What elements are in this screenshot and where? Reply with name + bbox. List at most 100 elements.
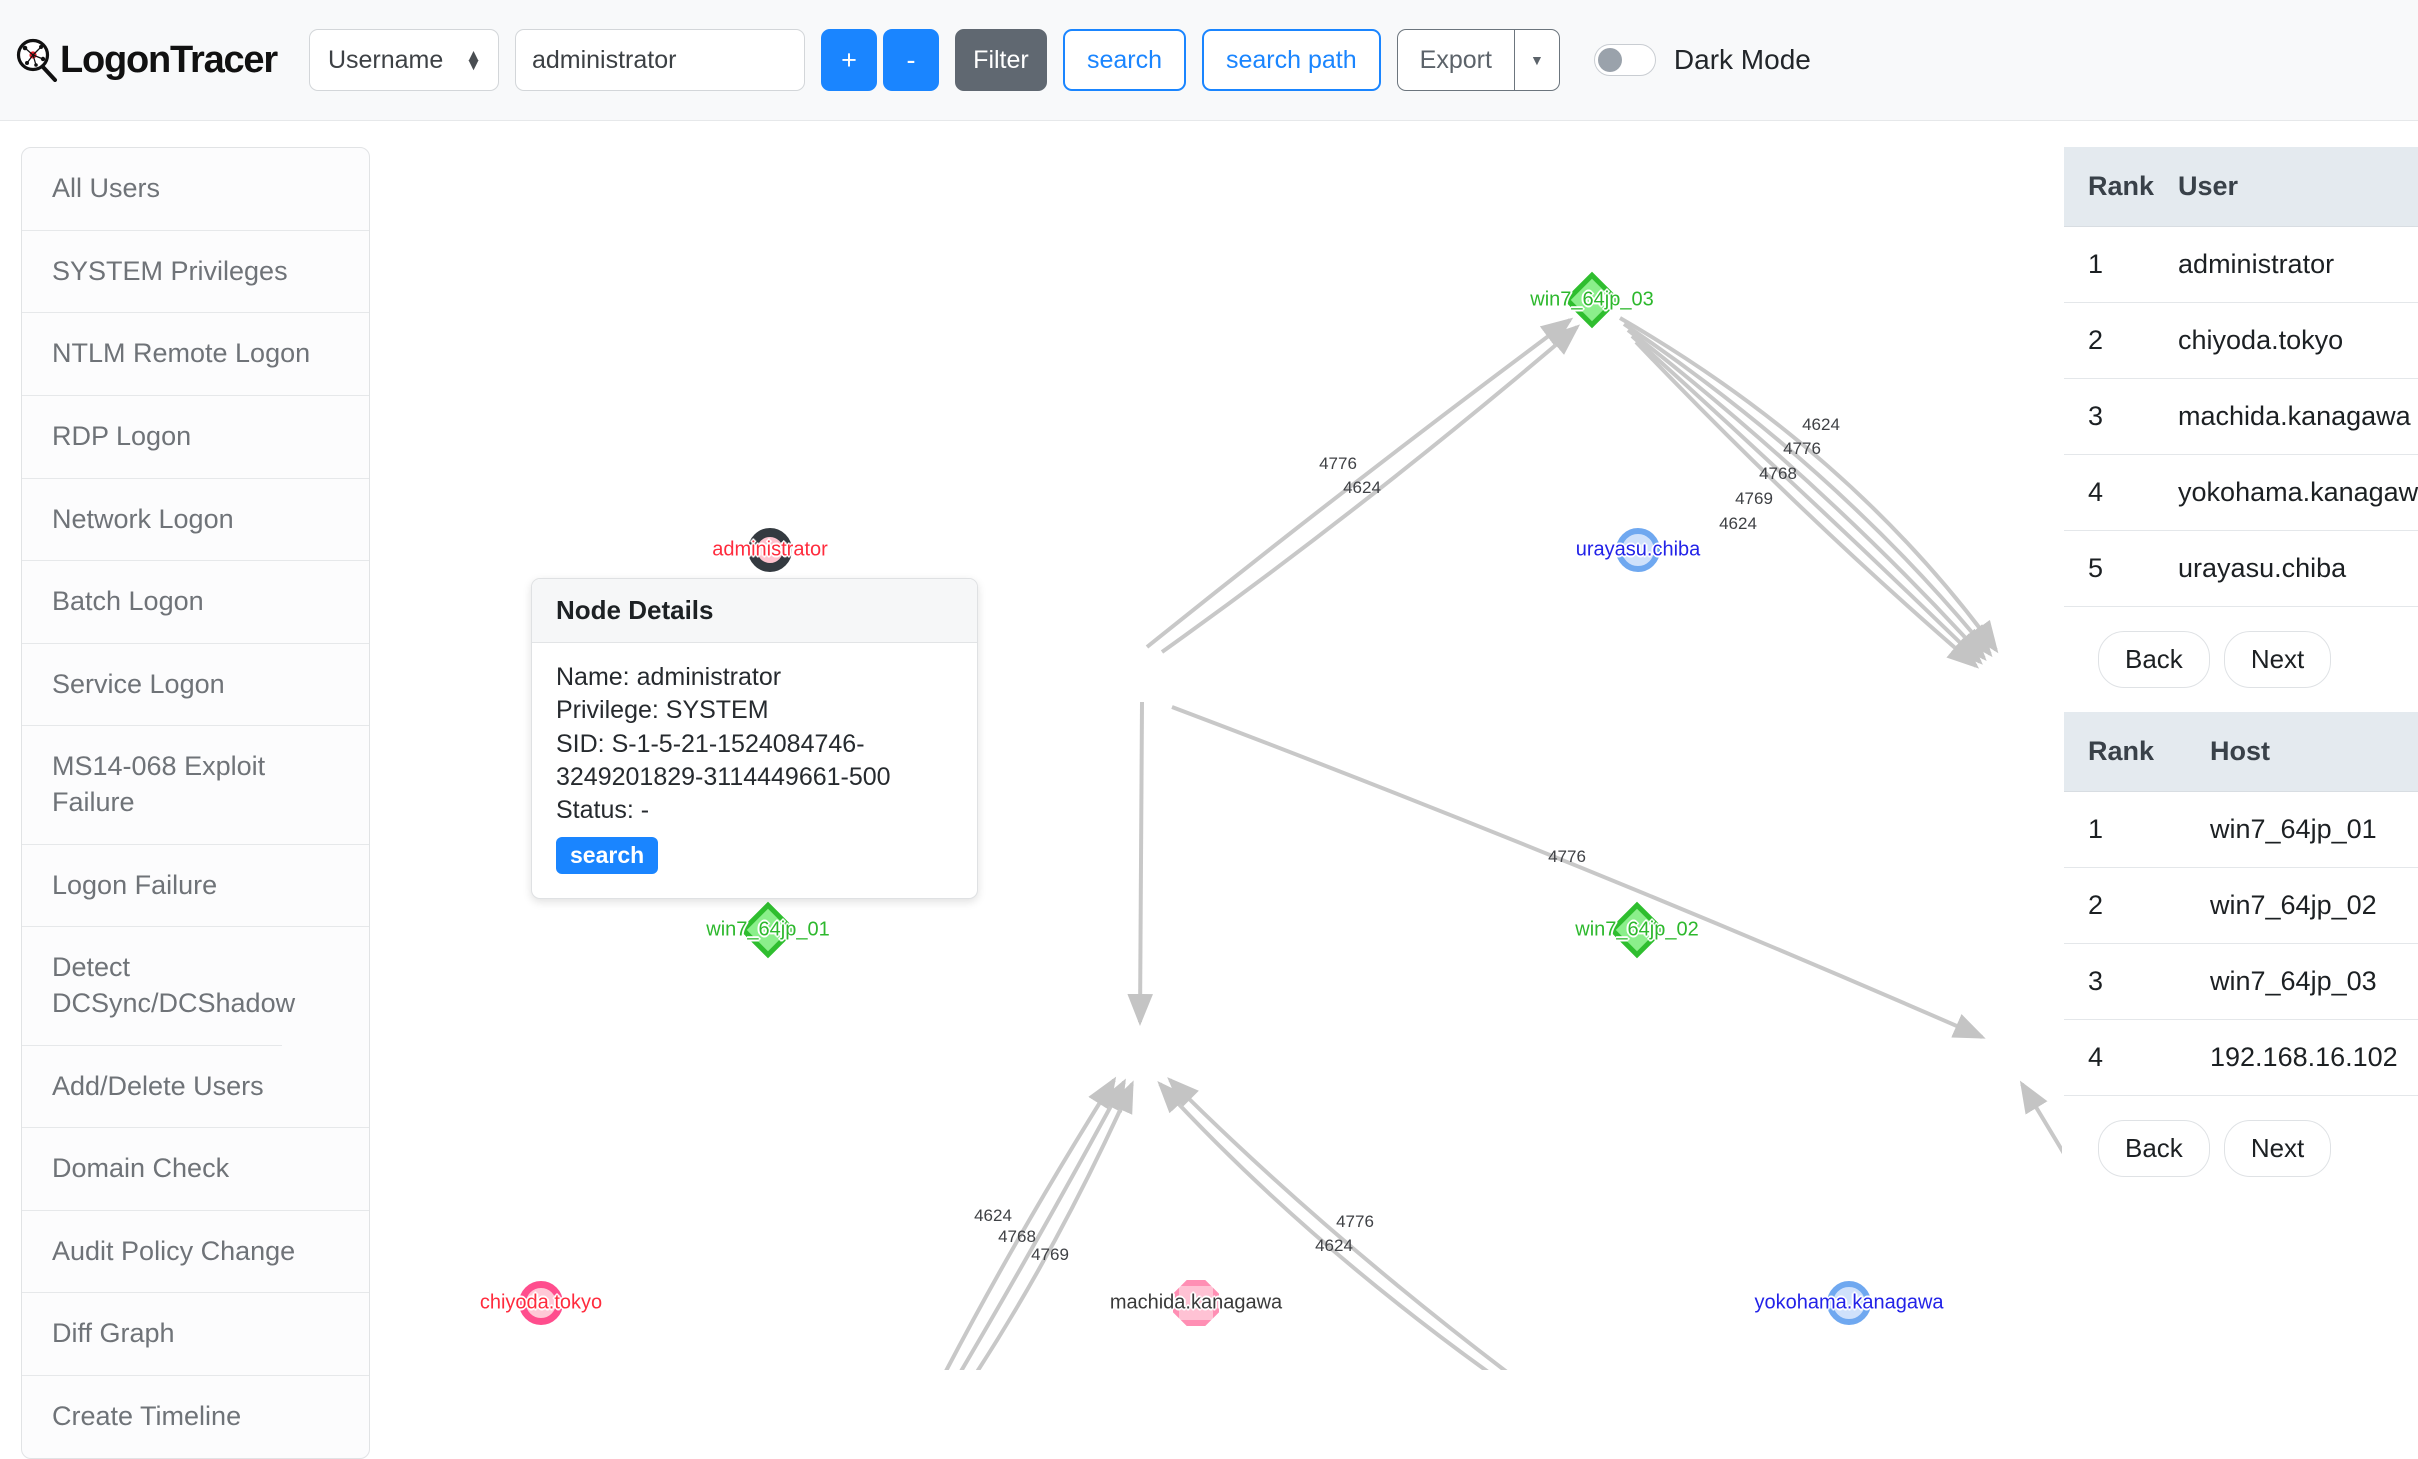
host-rank-name[interactable]: win7_64jp_03 [2186,943,2418,1020]
edge-label: 4768 [1759,464,1797,483]
host-rank-col-host: Host [2186,712,2418,792]
graph-node-urayasu-chiba[interactable]: urayasu.chiba [1576,528,1700,572]
user-circle-icon [519,1281,563,1325]
table-row[interactable]: 4 192.168.16.102 [2064,1019,2418,1096]
table-row[interactable]: 3 win7_64jp_03 [2064,943,2418,1020]
table-row[interactable]: 2 chiyoda.tokyo [2064,302,2418,379]
graph-node-chiyoda-tokyo[interactable]: chiyoda.tokyo [480,1281,602,1325]
user-rank-pager: Back Next [2064,607,2418,712]
node-detail-sid: SID: S-1-5-21-1524084746-3249201829-3114… [556,729,891,791]
edge-label: 4624 [1719,514,1757,533]
table-row[interactable]: 1 administrator [2064,226,2418,303]
search-path-button[interactable]: search path [1202,29,1381,91]
host-rank-name[interactable]: win7_64jp_02 [2186,867,2418,944]
export-button[interactable]: Export [1396,29,1514,91]
filter-button[interactable]: Filter [954,29,1047,91]
graph-node-yokohama-kanagawa[interactable]: yokohama.kanagawa [1754,1281,1944,1325]
sidebar-item-rdp-logon[interactable]: RDP Logon [22,396,369,479]
sidebar-item-ntlm-remote-logon[interactable]: NTLM Remote Logon [22,313,369,396]
remove-button[interactable]: - [882,29,939,91]
user-rank-col-user: User [2154,147,2418,227]
user-rank-name[interactable]: yokohama.kanagawa [2154,454,2418,531]
sidebar-item-logon-failure[interactable]: Logon Failure [22,845,369,928]
sidebar-item-audit-policy-change[interactable]: Audit Policy Change [22,1211,369,1294]
toolbar-controls: Username ▲▼ + - Filter search search pat… [308,29,1811,91]
app-logo: LogonTracer [14,0,278,120]
user-rank-name[interactable]: chiyoda.tokyo [2154,302,2418,379]
host-rank-back-button[interactable]: Back [2098,1120,2210,1177]
table-row[interactable]: 2 win7_64jp_02 [2064,867,2418,944]
table-row[interactable]: 3 machida.kanagawa [2064,378,2418,455]
edge-label: 4776 [1548,847,1586,866]
sidebar-item-batch-logon[interactable]: Batch Logon [22,561,369,644]
user-rank-name[interactable]: urayasu.chiba [2154,530,2418,607]
search-input[interactable] [514,29,805,91]
edge-label: 4776 [1783,439,1821,458]
graph-node-win7-64jp-01[interactable]: win7_64jp_01 [706,901,830,959]
sidebar-item-add-delete-users[interactable]: Add/Delete Users [22,1046,369,1129]
edge-label: 4624 [1343,478,1381,497]
graph-node-machida-kanagawa[interactable]: machida.kanagawa [1110,1280,1282,1326]
search-button[interactable]: search [1062,29,1186,91]
sidebar-item-detect-dcsync[interactable]: Detect DCSync/DCShadow [22,927,295,1046]
graph-node-win7-64jp-02[interactable]: win7_64jp_02 [1575,901,1699,959]
graph-node-label: machida.kanagawa [1109,1291,1283,1314]
user-rank-name[interactable]: administrator [2154,226,2418,303]
user-circle-icon [1827,1281,1871,1325]
table-row[interactable]: 1 win7_64jp_01 [2064,791,2418,868]
dark-mode-toggle[interactable] [1593,44,1656,76]
dark-mode-label: Dark Mode [1673,44,1811,75]
user-rank-next-button[interactable]: Next [2223,631,2332,688]
edge-label: 4768 [998,1227,1036,1246]
user-rank-value: 4 [2064,454,2155,531]
table-row[interactable]: 4 yokohama.kanagawa [2064,454,2418,531]
caret-down-icon[interactable]: ▼ [1513,29,1560,91]
sidebar-item-diff-graph[interactable]: Diff Graph [22,1293,369,1376]
host-rank-value: 3 [2064,943,2186,1020]
sidebar-item-service-logon[interactable]: Service Logon [22,644,369,727]
user-rank-back-button[interactable]: Back [2098,631,2210,688]
edge-label: 4769 [1031,1245,1069,1264]
node-detail-privilege: Privilege: SYSTEM [556,696,769,725]
host-rank-pager: Back Next [2064,1096,2418,1201]
graph-node-label: chiyoda.tokyo [479,1291,603,1314]
magnifier-network-icon [16,38,57,82]
sidebar-menu: All Users SYSTEM Privileges NTLM Remote … [21,147,370,1459]
sidebar-item-network-logon[interactable]: Network Logon [22,479,369,562]
graph-node-label: win7_64jp_02 [1575,918,1699,941]
edge-label: 4624 [974,1206,1012,1225]
app-title: LogonTracer [60,38,278,81]
sidebar-item-domain-check[interactable]: Domain Check [22,1128,369,1211]
dark-mode-knob [1597,48,1622,72]
host-rank-next-button[interactable]: Next [2223,1120,2332,1177]
graph-node-label: win7_64jp_01 [706,918,830,941]
table-row[interactable]: 5 urayasu.chiba [2064,530,2418,607]
node-details-popup: Node Details Name: administrator Privile… [531,578,978,900]
user-rank-name[interactable]: machida.kanagawa [2154,378,2418,455]
edge-label: 4769 [1735,489,1773,508]
graph-node-label: win7_64jp_03 [1530,288,1654,311]
sidebar-item-system-privileges[interactable]: SYSTEM Privileges [22,231,369,314]
host-rank-name[interactable]: 192.168.16.102 [2186,1019,2418,1096]
export-button-group: Export ▼ [1396,29,1560,91]
add-button[interactable]: + [820,29,877,91]
graph-node-label: urayasu.chiba [1575,538,1701,561]
edge-label: 4776 [1319,454,1357,473]
host-rank-name[interactable]: win7_64jp_01 [2186,791,2418,868]
field-type-select[interactable]: Username ▲▼ [308,29,499,91]
node-details-search-button[interactable]: search [556,837,659,875]
graph-node-win7-64jp-03[interactable]: win7_64jp_03 [1530,271,1654,329]
graph-node-label: administrator [712,538,828,561]
sidebar-item-all-users[interactable]: All Users [22,148,369,231]
graph-node-administrator[interactable]: administrator [712,528,828,572]
node-details-title: Node Details [532,579,977,643]
sidebar-item-create-timeline[interactable]: Create Timeline [52,1401,242,1431]
node-detail-name: Name: administrator [556,663,782,691]
user-octagon-icon [1173,1280,1219,1326]
rank-panels: Rank User 1 administrator 2 chiyoda.toky… [2064,147,2418,1370]
sort-arrows-icon: ▲▼ [465,45,482,74]
sidebar-item-ms14-068[interactable]: MS14-068 Exploit Failure [22,726,369,845]
user-circle-icon [1616,528,1660,572]
node-detail-status: Status: - [556,796,650,824]
edge-label: 4624 [1802,415,1840,434]
